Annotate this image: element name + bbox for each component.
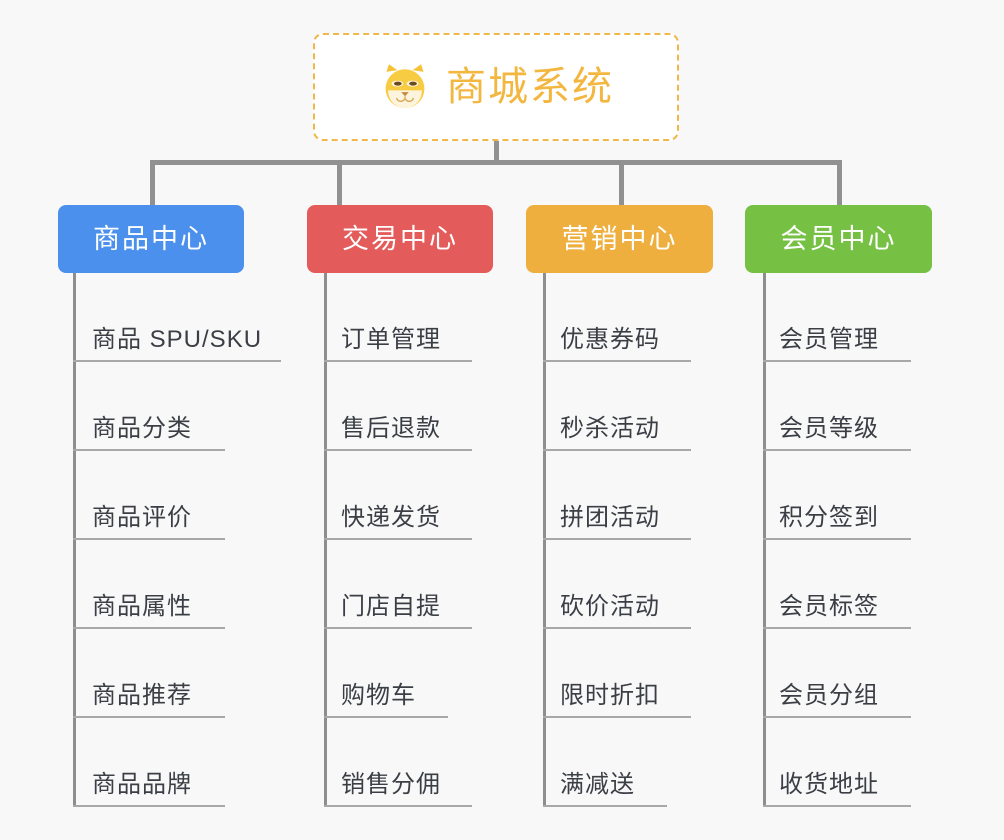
root-title: 商城系统 [446, 65, 614, 109]
connector-root-stem [494, 141, 499, 163]
leaf-spine [73, 273, 76, 807]
category-label: 营销中心 [561, 223, 678, 254]
leaf-item[interactable]: 商品属性 [58, 540, 244, 629]
connector-drop-product-center [150, 160, 155, 205]
leaf-label: 订单管理 [341, 326, 441, 353]
branch-member-center: 会员中心 会员管理 会员等级 积分签到 会员标签 会员分组 [745, 205, 932, 807]
leaf-item[interactable]: 商品 SPU/SKU [58, 273, 281, 362]
leaf-list-marketing-center: 优惠券码 秒杀活动 拼团活动 砍价活动 限时折扣 满减送 [526, 273, 713, 807]
leaf-item[interactable]: 限时折扣 [526, 629, 713, 718]
leaf-label: 门店自提 [341, 593, 441, 620]
connector-horizontal-bar [150, 160, 842, 165]
leaf-label: 商品评价 [92, 504, 192, 531]
leaf-label: 秒杀活动 [560, 415, 660, 442]
leaf-label: 商品分类 [92, 415, 192, 442]
leaf-item[interactable]: 会员分组 [745, 629, 932, 718]
leaf-item[interactable]: 订单管理 [307, 273, 493, 362]
leaf-item[interactable]: 会员等级 [745, 362, 932, 451]
connector-drop-member-center [837, 160, 842, 205]
leaf-item[interactable]: 购物车 [307, 629, 493, 718]
category-label: 交易中心 [342, 223, 458, 254]
leaf-label: 拼团活动 [560, 504, 660, 531]
leaf-list-product-center: 商品 SPU/SKU 商品分类 商品评价 商品属性 商品推荐 商品品牌 [58, 273, 281, 807]
leaf-label: 销售分佣 [341, 771, 441, 798]
leaf-label: 购物车 [341, 682, 416, 709]
leaf-item[interactable]: 砍价活动 [526, 540, 713, 629]
category-header-trade-center[interactable]: 交易中心 [307, 205, 493, 273]
leaf-item[interactable]: 优惠券码 [526, 273, 713, 362]
leaf-label: 积分签到 [779, 504, 879, 531]
branch-marketing-center: 营销中心 优惠券码 秒杀活动 拼团活动 砍价活动 限时折扣 [526, 205, 713, 807]
leaf-list-trade-center: 订单管理 售后退款 快递发货 门店自提 购物车 销售分佣 [307, 273, 493, 807]
leaf-item[interactable]: 销售分佣 [307, 718, 493, 807]
leaf-label: 商品属性 [92, 593, 192, 620]
leaf-item[interactable]: 商品推荐 [58, 629, 244, 718]
category-label: 会员中心 [780, 223, 897, 254]
leaf-item[interactable]: 收货地址 [745, 718, 932, 807]
root-node[interactable]: 商城系统 [313, 33, 679, 141]
leaf-item[interactable]: 门店自提 [307, 540, 493, 629]
branch-trade-center: 交易中心 订单管理 售后退款 快递发货 门店自提 购物车 [307, 205, 493, 807]
leaf-label: 收货地址 [779, 771, 879, 798]
leaf-label: 商品品牌 [92, 771, 192, 798]
branch-product-center: 商品中心 商品 SPU/SKU 商品分类 商品评价 商品属性 商品推荐 [58, 205, 281, 807]
leaf-item[interactable]: 满减送 [526, 718, 713, 807]
leaf-spine [543, 273, 546, 807]
leaf-label: 满减送 [560, 771, 635, 798]
connector-drop-trade-center [337, 160, 342, 205]
category-header-marketing-center[interactable]: 营销中心 [526, 205, 713, 273]
leaf-label: 商品 SPU/SKU [92, 326, 263, 353]
leaf-item[interactable]: 商品评价 [58, 451, 244, 540]
leaf-item[interactable]: 积分签到 [745, 451, 932, 540]
leaf-label: 会员标签 [779, 593, 879, 620]
leaf-item[interactable]: 售后退款 [307, 362, 493, 451]
leaf-item[interactable]: 商品分类 [58, 362, 244, 451]
category-header-member-center[interactable]: 会员中心 [745, 205, 932, 273]
leaf-item[interactable]: 秒杀活动 [526, 362, 713, 451]
leaf-spine [324, 273, 327, 807]
leaf-label: 快递发货 [341, 504, 441, 531]
leaf-label: 优惠券码 [560, 326, 660, 353]
leaf-label: 商品推荐 [92, 682, 192, 709]
connector-drop-marketing-center [619, 160, 624, 205]
leaf-item[interactable]: 拼团活动 [526, 451, 713, 540]
leaf-item[interactable]: 快递发货 [307, 451, 493, 540]
leaf-item[interactable]: 商品品牌 [58, 718, 244, 807]
leaf-item[interactable]: 会员管理 [745, 273, 932, 362]
category-label: 商品中心 [93, 223, 209, 254]
leaf-label: 砍价活动 [560, 593, 660, 620]
leaf-label: 售后退款 [341, 415, 441, 442]
leaf-label: 会员分组 [779, 682, 879, 709]
category-header-product-center[interactable]: 商品中心 [58, 205, 244, 273]
leaf-list-member-center: 会员管理 会员等级 积分签到 会员标签 会员分组 收货地址 [745, 273, 932, 807]
leaf-label: 限时折扣 [560, 682, 660, 709]
leaf-label: 会员管理 [779, 326, 879, 353]
leaf-item[interactable]: 会员标签 [745, 540, 932, 629]
leaf-label: 会员等级 [779, 415, 879, 442]
shiba-dog-face-icon [385, 64, 425, 109]
leaf-spine [763, 273, 766, 807]
